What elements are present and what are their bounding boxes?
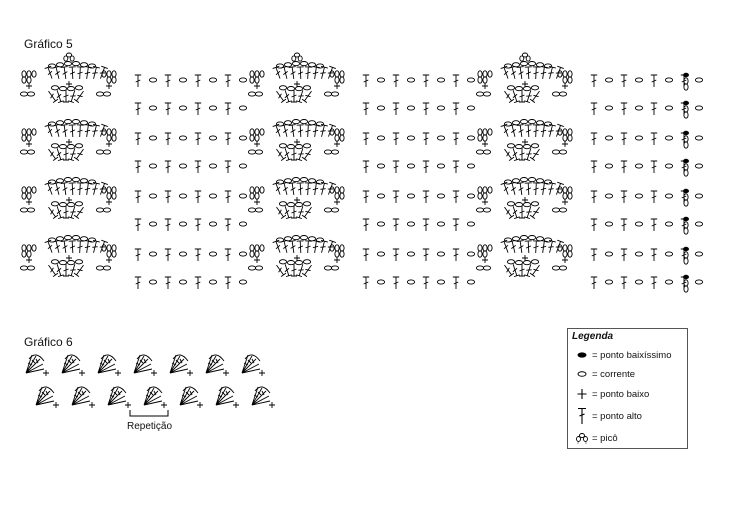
filler-row <box>134 190 248 203</box>
fan-motif <box>19 52 117 104</box>
legend-item-label: = ponto baixo <box>592 388 650 400</box>
fan-motif <box>19 235 117 278</box>
legend-item-label: = ponto alto <box>592 410 642 422</box>
fan-motif <box>475 119 573 162</box>
repeat-bracket <box>129 410 169 417</box>
filler-row <box>134 248 248 261</box>
ponto-baixo-icon <box>572 388 592 400</box>
small-fan <box>35 386 59 408</box>
small-fan <box>251 386 275 408</box>
small-fan <box>205 354 229 376</box>
filler-row <box>362 132 476 145</box>
fan-motif <box>475 177 573 220</box>
small-fan <box>61 354 85 376</box>
fan-motif <box>19 177 117 220</box>
legend-item: = ponto baixíssimo <box>572 348 671 362</box>
filler-row <box>134 102 248 115</box>
pico-icon <box>572 432 592 444</box>
legend-item: = corrente <box>572 367 635 381</box>
legend-item-label: = picô <box>592 432 618 444</box>
small-fan <box>71 386 95 408</box>
ponto-baixissimo-icon <box>572 350 592 360</box>
fan-motif <box>19 119 117 162</box>
legend-item-label: = ponto baixíssimo <box>592 349 672 361</box>
small-fan <box>107 386 131 408</box>
chart5-title: Gráfico 5 <box>24 37 73 51</box>
small-fan <box>179 386 203 408</box>
filler-row <box>134 218 248 231</box>
small-fan <box>97 354 121 376</box>
filler-row <box>590 218 704 231</box>
small-fan <box>241 354 265 376</box>
filler-row <box>134 74 248 87</box>
legend-item: = ponto baixo <box>572 387 649 401</box>
small-fan <box>169 354 193 376</box>
small-fan <box>133 354 157 376</box>
filler-row <box>362 218 476 231</box>
fan-motif <box>475 235 573 278</box>
filler-row <box>134 160 248 173</box>
fan-motif <box>247 177 345 220</box>
filler-row <box>590 248 704 261</box>
ponto-alto-icon <box>572 407 592 425</box>
legend-item: = ponto alto <box>572 407 642 425</box>
fan-motif <box>247 119 345 162</box>
legend-item: = picô <box>572 431 618 445</box>
filler-row <box>362 190 476 203</box>
fan-motif <box>247 235 345 278</box>
filler-row <box>362 102 476 115</box>
fan-motif <box>247 52 345 104</box>
filler-row <box>362 276 476 289</box>
small-fan <box>143 386 167 408</box>
corrente-icon <box>572 369 592 379</box>
small-fan <box>215 386 239 408</box>
small-fan <box>25 354 49 376</box>
legend-box: Legenda = ponto baixíssimo = corrente = … <box>567 328 688 449</box>
filler-row <box>362 74 476 87</box>
filler-row <box>590 102 704 115</box>
filler-row <box>134 276 248 289</box>
filler-row <box>362 160 476 173</box>
legend-title: Legenda <box>572 331 614 342</box>
chart6-title: Gráfico 6 <box>24 335 73 349</box>
repeat-label: Repetição <box>127 421 173 432</box>
fan-motif <box>475 52 573 104</box>
legend-item-label: = corrente <box>592 368 636 380</box>
filler-row <box>134 132 248 145</box>
filler-row <box>362 248 476 261</box>
